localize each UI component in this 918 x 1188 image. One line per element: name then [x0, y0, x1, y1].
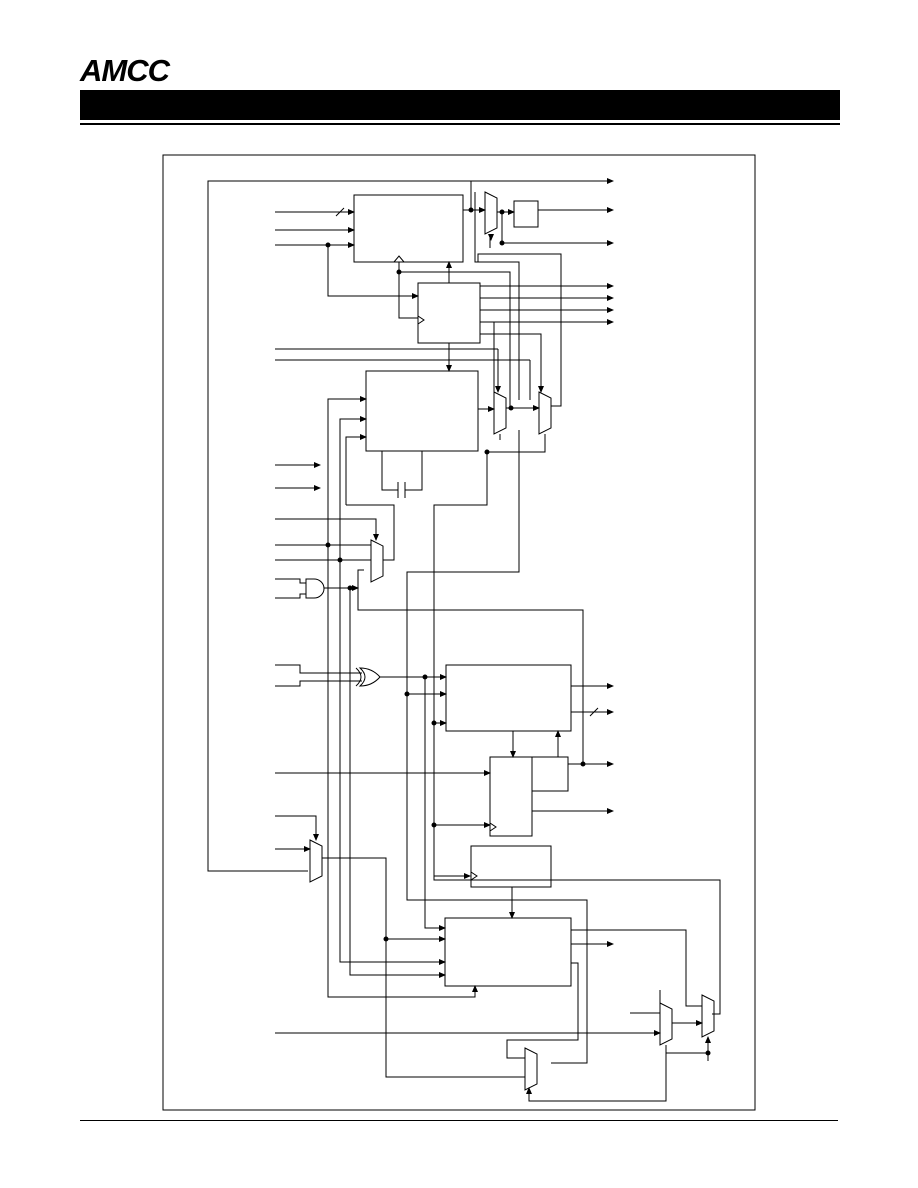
mux-top [484, 191, 498, 235]
block-top-register [353, 194, 464, 263]
block-mid-register [417, 282, 481, 344]
block-mid-right-register [445, 664, 572, 732]
block-register-a [489, 756, 533, 837]
mux-mid-2 [538, 391, 552, 435]
block-register-b [531, 756, 569, 792]
mux-mid-1 [493, 391, 507, 435]
amcc-logo: AMCC [80, 53, 170, 88]
block-bottom-register [444, 917, 572, 987]
xor-gate [358, 667, 381, 687]
mux-bottom-3 [524, 1047, 538, 1091]
block-large-register [365, 370, 479, 452]
block-top-flipflop [513, 200, 539, 228]
footer-rule [80, 1120, 838, 1121]
mux-bottom-2 [701, 994, 715, 1038]
mux-lower-left [309, 839, 323, 883]
block-register-c [470, 845, 552, 888]
header-bar [80, 90, 840, 120]
and-gate [305, 578, 325, 599]
mux-left [370, 539, 384, 583]
diagram-frame [162, 154, 756, 1111]
header-rule [80, 123, 840, 125]
mux-bottom-1 [659, 1002, 673, 1046]
